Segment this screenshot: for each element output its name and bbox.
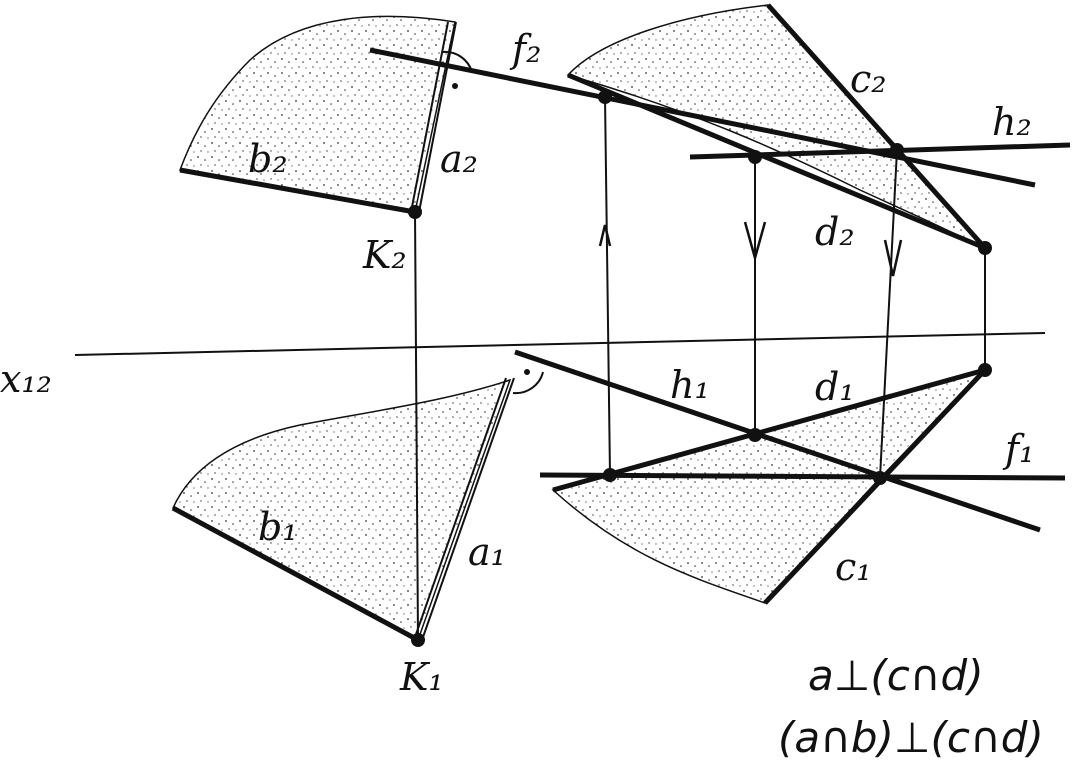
line-a2-inner bbox=[418, 21, 457, 213]
axis-x12 bbox=[74, 332, 1046, 356]
plane-cd-front-region bbox=[566, 4, 986, 249]
label-b1: b₁ bbox=[258, 505, 298, 549]
plane-b-top-region bbox=[172, 378, 512, 642]
line-a2-outer bbox=[410, 21, 449, 213]
link-line-k bbox=[414, 211, 419, 641]
line-f1 bbox=[539, 472, 1066, 481]
point-k2 bbox=[408, 205, 422, 219]
line-c2 bbox=[766, 3, 987, 250]
right-angle-dot bbox=[452, 83, 458, 89]
link-line-cd bbox=[879, 149, 898, 479]
line-a1-outer bbox=[413, 377, 507, 641]
label-x12: x₁₂ bbox=[0, 357, 52, 401]
label-h2: h₂ bbox=[992, 100, 1032, 144]
point-cd-top bbox=[873, 471, 887, 485]
point-cd-front bbox=[890, 143, 904, 157]
label-f1: f₁ bbox=[1002, 427, 1034, 471]
point-k1 bbox=[411, 633, 425, 647]
right-angle-dot bbox=[524, 369, 530, 375]
label-h1: h₁ bbox=[670, 363, 710, 407]
label-d2: d₂ bbox=[815, 210, 855, 254]
label-d1: d₁ bbox=[815, 365, 855, 409]
label-a1: a₁ bbox=[468, 530, 506, 574]
line-a1-inner bbox=[421, 377, 515, 641]
formula-line-2: (a∩b)⊥(c∩d) bbox=[778, 713, 1044, 762]
line-b1 bbox=[171, 505, 420, 643]
line-h1 bbox=[514, 349, 1041, 533]
plane-b-front-region bbox=[178, 15, 456, 213]
point-h-top bbox=[748, 428, 762, 442]
point-end-top bbox=[978, 363, 992, 377]
line-f2 bbox=[369, 47, 1036, 188]
point-end-front bbox=[978, 241, 992, 255]
arrow-down-icon bbox=[743, 221, 767, 263]
right-angle-mark bbox=[442, 50, 473, 73]
label-c2: c₂ bbox=[850, 57, 887, 101]
label-f2: f₂ bbox=[509, 27, 541, 71]
formula-line-1: a⊥(c∩d) bbox=[808, 651, 984, 700]
right-angle-mark bbox=[512, 371, 544, 395]
label-a2: a₂ bbox=[440, 137, 478, 181]
label-k2: K₂ bbox=[362, 233, 407, 277]
point-f-front bbox=[598, 90, 612, 104]
line-c1 bbox=[763, 368, 987, 605]
point-h-front bbox=[748, 150, 762, 164]
plane-cd-top-region bbox=[551, 368, 988, 604]
line-b2 bbox=[179, 167, 416, 215]
label-k1: K₁ bbox=[399, 655, 444, 699]
arrow-down-icon bbox=[883, 239, 903, 277]
line-d1 bbox=[552, 367, 986, 493]
point-f-top bbox=[603, 468, 617, 482]
label-b2: b₂ bbox=[248, 137, 288, 181]
link-line-f bbox=[604, 96, 611, 476]
label-c1: c₁ bbox=[835, 545, 872, 589]
arrow-up-icon bbox=[598, 224, 612, 247]
line-d2 bbox=[567, 72, 986, 251]
